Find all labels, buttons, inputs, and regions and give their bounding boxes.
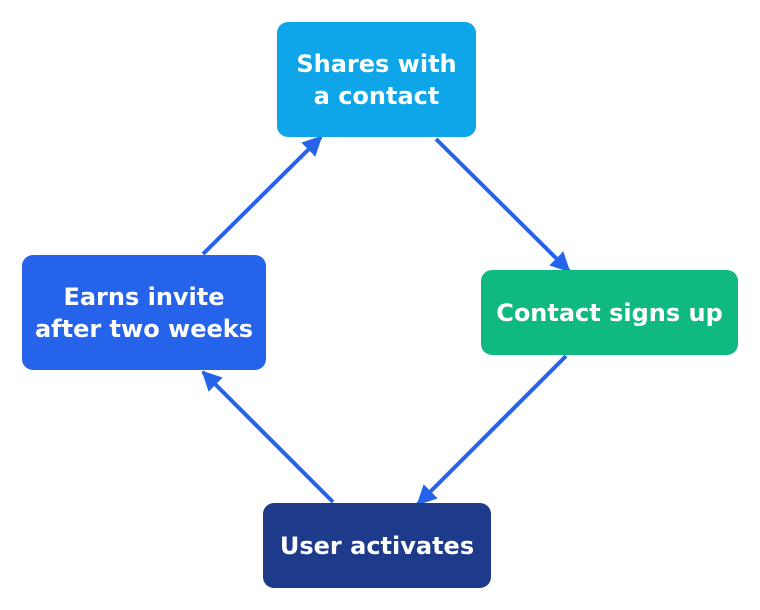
- arrow-activate-to-earns: [201, 370, 335, 504]
- arrow-shares-to-signup: [434, 137, 571, 273]
- node-label: Earns invite after two weeks: [34, 282, 254, 343]
- node-label: User activates: [279, 531, 475, 560]
- node-earns-invite: Earns invite after two weeks: [22, 255, 266, 370]
- arrow-signup-to-activate: [416, 354, 568, 506]
- node-user-activates: User activates: [263, 503, 491, 588]
- node-contact-signs-up: Contact signs up: [481, 270, 738, 355]
- node-label: Shares with a contact: [296, 49, 457, 110]
- node-shares-with-contact: Shares with a contact: [277, 22, 476, 137]
- arrow-earns-to-shares: [201, 135, 323, 256]
- node-label: Contact signs up: [496, 298, 723, 327]
